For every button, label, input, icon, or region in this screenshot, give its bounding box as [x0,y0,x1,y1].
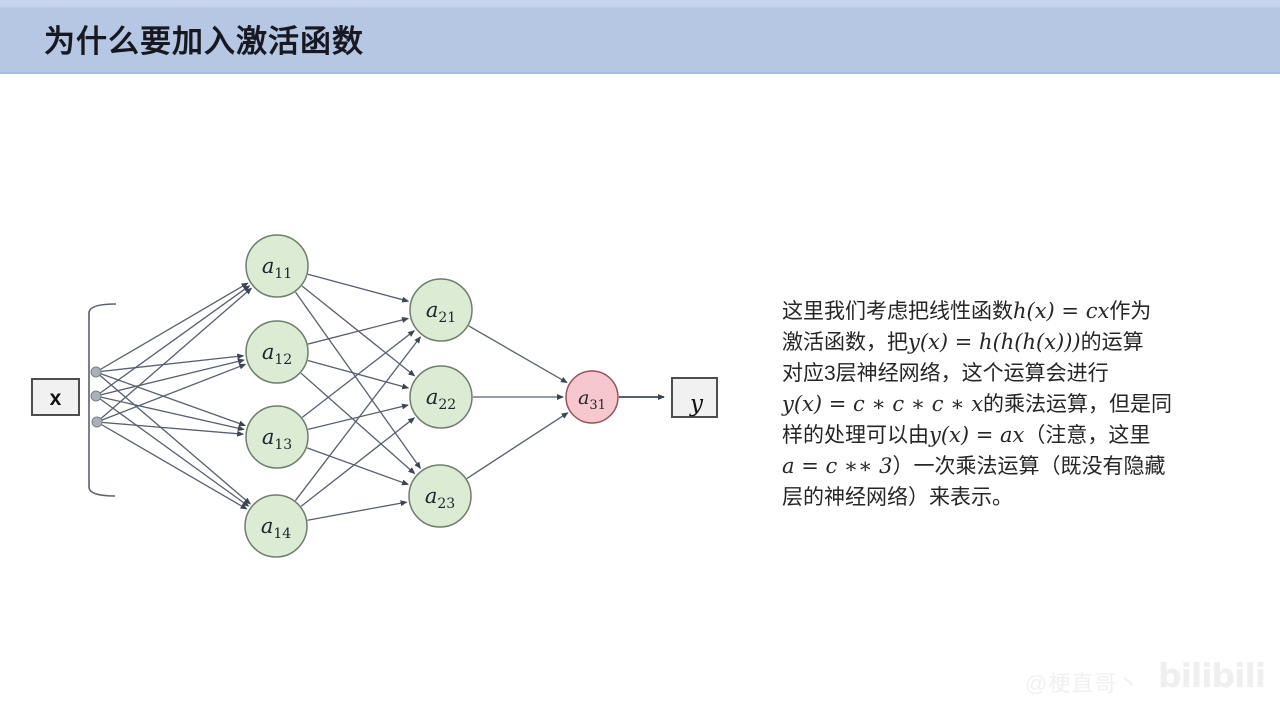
input-box [31,378,80,416]
node-label-a14: a14 [261,514,291,542]
edge-x3-a14 [96,421,248,510]
watermark-handle: @梗直哥丶 [1025,671,1141,696]
edge-a11-a23 [294,291,421,470]
text-line: a = c ∗∗ 3）一次乘法运算（既没有隐藏 [782,451,1232,482]
math-expression: y(x) = ax [929,423,1025,447]
node-label-a31: a31 [578,387,606,413]
edge-a12-a21 [307,317,410,345]
node-label-a11: a11 [262,254,292,282]
node-label-a22: a22 [426,385,456,413]
math-expression: a = c ∗∗ 3 [782,454,893,478]
edge-a14-a23 [307,500,408,521]
edge-a21-a31 [468,325,568,384]
node-a11 [245,234,309,298]
text-line: 样的处理可以由y(x) = ax（注意，这里 [782,420,1232,451]
node-label-a12: a12 [262,340,292,368]
text-line: 激活函数，把y(x) = h(h(h(x)))的运算 [782,327,1232,358]
math-expression: h(x) = cx [1013,299,1110,323]
input-dot-x1 [90,366,102,378]
edge-x1-a14 [95,371,251,505]
edge-a14-a22 [300,417,416,507]
input-box-label: x [50,387,62,410]
edge-a12-a23 [300,372,416,475]
output-box [671,377,718,418]
node-a23 [408,464,472,528]
page-title: 为什么要加入激活函数 [44,24,364,59]
text-line: 对应3层神经网络，这个运算会进行 [782,358,1232,389]
edge-x3-a13 [96,421,245,437]
output-box-label: y [689,391,704,417]
edge-x2-a12 [95,358,245,397]
edge-a13-a22 [307,403,409,431]
text-run: 样的处理可以由 [782,424,929,447]
bilibili-logo: bilibili [1158,656,1266,695]
text-run: 这里我们考虑把线性函数 [782,300,1013,323]
edge-x2-a11 [95,285,251,397]
node-a21 [409,278,473,342]
text-run: 的运算 [1080,331,1144,354]
node-a13 [245,405,309,469]
text-run: 层的神经网络）来表示。 [782,486,1013,509]
input-group-bracket [88,303,117,497]
text-run: 激活函数，把 [782,331,908,354]
edge-x1-a11 [95,282,249,373]
text-line: 层的神经网络）来表示。 [782,482,1232,513]
node-a31 [565,370,619,424]
edge-x1-a12 [95,353,245,373]
text-line: 这里我们考虑把线性函数h(x) = cx作为 [782,296,1232,327]
input-dot-x2 [90,390,102,402]
edge-a23-a31 [466,412,569,480]
edge-a13-a21 [301,330,415,418]
slide-title-bar: 为什么要加入激活函数 [0,0,1280,74]
edge-x1-a13 [95,371,246,427]
node-a22 [409,365,473,429]
edge-x3-a11 [96,287,253,423]
text-line: y(x) = c ∗ c ∗ c ∗ x的乘法运算，但是同 [782,389,1232,420]
text-run: ）一次乘法运算（既没有隐藏 [892,455,1166,478]
edge-x2-a14 [95,395,250,507]
edge-a14-a21 [294,336,421,501]
edge-x3-a12 [96,363,247,423]
input-dot-x3 [91,416,103,428]
node-label-a13: a13 [262,425,292,453]
edge-a13-a23 [306,447,409,486]
node-a12 [245,320,309,384]
edge-a11-a21 [307,273,410,303]
node-label-a23: a23 [425,484,455,512]
text-run: （注意，这里 [1024,424,1151,447]
text-run: 对应3层神经网络，这个运算会进行 [782,362,1109,385]
text-run: 作为 [1109,300,1152,323]
explanation-text: 这里我们考虑把线性函数h(x) = cx作为激活函数，把y(x) = h(h(h… [782,296,1232,513]
math-expression: y(x) = h(h(h(x))) [908,330,1081,354]
text-run: 的乘法运算，但是同 [983,393,1173,416]
math-expression: y(x) = c ∗ c ∗ c ∗ x [782,392,984,416]
node-a14 [244,494,308,558]
node-label-a21: a21 [426,298,456,326]
